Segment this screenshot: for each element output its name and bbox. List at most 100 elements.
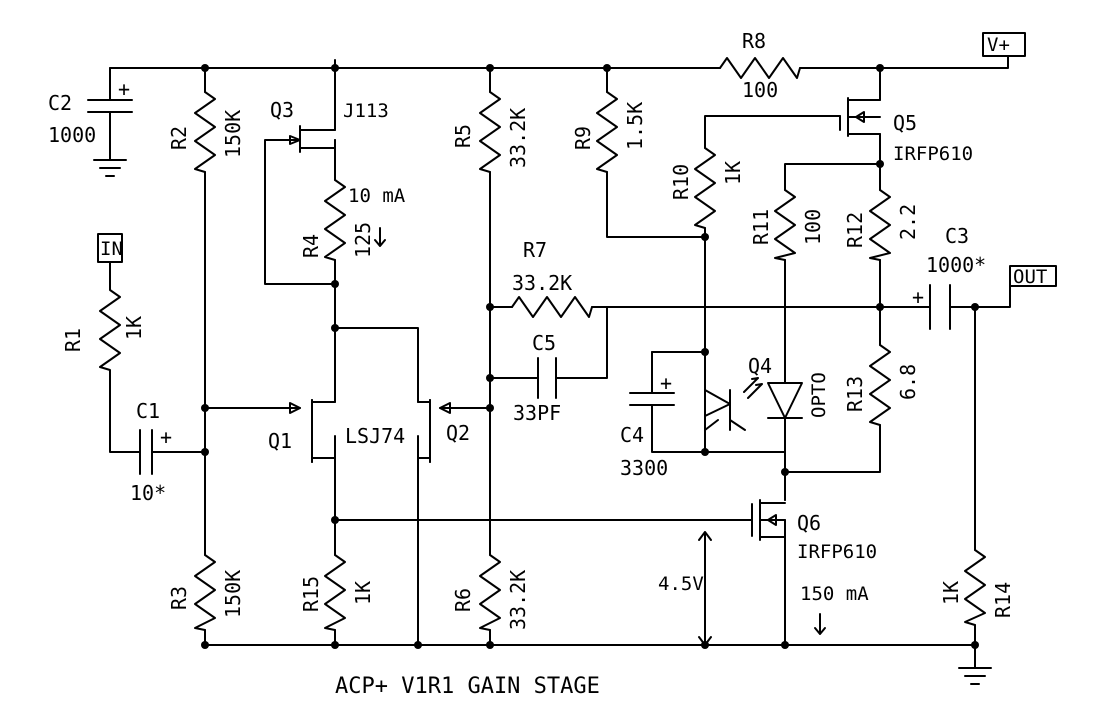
in-port — [97, 233, 123, 263]
r9-value: 1.5K — [623, 102, 647, 150]
q3-part: J113 — [343, 100, 389, 122]
q1-q2-part: LSJ74 — [345, 424, 405, 448]
r5-symbol — [479, 91, 501, 173]
q1-ref: Q1 — [268, 429, 292, 453]
c1-ref: C1 — [136, 399, 160, 423]
c2-symbol — [87, 99, 133, 113]
r6-ref: R6 — [451, 588, 475, 612]
q6-part: IRFP610 — [797, 541, 877, 563]
r11-value: 100 — [801, 209, 825, 245]
r14-ref: R14 — [991, 582, 1015, 618]
c1-plus-sign: + — [160, 425, 172, 449]
c5-ref: C5 — [532, 331, 556, 355]
r9-ref: R9 — [571, 126, 595, 150]
r2-value: 150K — [221, 110, 245, 158]
r12-symbol — [869, 189, 891, 261]
r2-ref: R2 — [167, 126, 191, 150]
r3-value: 150K — [221, 570, 245, 618]
q4-led-diode-symbol — [767, 382, 803, 419]
r4-value: 125 — [351, 222, 375, 258]
r13-ref: R13 — [843, 376, 867, 412]
q4-ref: Q4 — [748, 354, 772, 378]
r13-value: 6.8 — [896, 364, 920, 400]
c3-ref: C3 — [945, 224, 969, 248]
c2-ref: C2 — [48, 91, 72, 115]
q4-light-arrows-icon — [743, 377, 763, 399]
c3-symbol — [929, 284, 951, 330]
q6-current-arrow-icon — [814, 613, 826, 635]
r6-symbol — [479, 554, 501, 631]
r3-ref: R3 — [167, 586, 191, 610]
c1-symbol — [139, 429, 206, 475]
r10-symbol — [694, 147, 716, 229]
q1-jfet-symbol — [311, 399, 336, 463]
voltage-arrow-icon — [698, 531, 712, 646]
r4-symbol — [324, 179, 346, 261]
junction-dots — [201, 64, 979, 649]
q3-gate-arrow-icon — [289, 135, 301, 145]
r15-ref: R15 — [299, 576, 323, 612]
r10-ref: R10 — [669, 164, 693, 200]
voltage-label: 4.5V — [658, 573, 704, 595]
q6-current: 150 mA — [800, 583, 869, 605]
vplus-port — [982, 32, 1026, 57]
q4-part: OPTO — [808, 372, 830, 418]
wires — [109, 55, 1011, 666]
r4-ref: R4 — [299, 234, 323, 258]
r1-value: 1K — [122, 316, 146, 340]
q2-ref: Q2 — [446, 421, 470, 445]
c3-value: 1000* — [926, 253, 986, 277]
r3-symbol — [194, 554, 216, 631]
r6-value: 33.2K — [506, 570, 530, 630]
q3-current: 10 mA — [348, 185, 406, 207]
c4-value: 3300 — [620, 456, 668, 480]
q4-phototransistor-symbol — [704, 377, 746, 431]
q3-current-arrow-icon — [374, 227, 386, 247]
q3-ref: Q3 — [270, 98, 294, 122]
ground-icon — [958, 664, 992, 685]
vplus-label: V+ — [987, 34, 1010, 56]
r7-ref: R7 — [523, 238, 547, 262]
r2-symbol — [194, 91, 216, 173]
r13-symbol — [869, 344, 891, 426]
r10-value: 1K — [721, 161, 745, 185]
r15-symbol — [324, 554, 346, 631]
r5-value: 33.2K — [506, 108, 530, 168]
q6-ref: Q6 — [797, 511, 821, 535]
r5-ref: R5 — [451, 124, 475, 148]
r1-symbol — [99, 261, 141, 453]
in-label: IN — [100, 238, 123, 260]
r14-symbol — [964, 549, 986, 626]
q3-jfet-symbol — [299, 125, 336, 153]
r11-ref: R11 — [749, 209, 773, 245]
c4-symbol — [629, 392, 675, 406]
r12-value: 2.2 — [896, 204, 920, 240]
q5-mosfet-symbol — [839, 97, 881, 137]
q5-ref: Q5 — [893, 111, 917, 135]
r8-symbol — [719, 57, 801, 79]
r14-value: 1K — [939, 581, 963, 605]
r8-value: 100 — [742, 78, 778, 102]
r1-ref: R1 — [61, 328, 85, 352]
c2-value: 1000 — [48, 123, 96, 147]
r7-value: 33.2K — [512, 271, 572, 295]
r12-ref: R12 — [843, 212, 867, 248]
c3-plus-sign: + — [912, 285, 924, 309]
c4-plus-sign: + — [660, 371, 672, 395]
q5-part: IRFP610 — [893, 143, 973, 165]
diagram-title: ACP+ V1R1 GAIN STAGE — [335, 674, 600, 699]
q2-gate-arrow-icon — [439, 402, 451, 414]
q6-mosfet-symbol — [751, 499, 786, 541]
r9-symbol — [596, 91, 618, 173]
r15-value: 1K — [351, 581, 375, 605]
c2-plus-sign: + — [118, 77, 130, 101]
c5-symbol — [537, 357, 557, 399]
out-port — [1009, 265, 1057, 287]
c1-value: 10* — [130, 481, 166, 505]
c4-ref: C4 — [620, 423, 644, 447]
r11-symbol — [774, 189, 796, 261]
r7-symbol — [511, 296, 593, 318]
c5-value: 33PF — [513, 401, 561, 425]
ground-icon — [93, 144, 127, 177]
